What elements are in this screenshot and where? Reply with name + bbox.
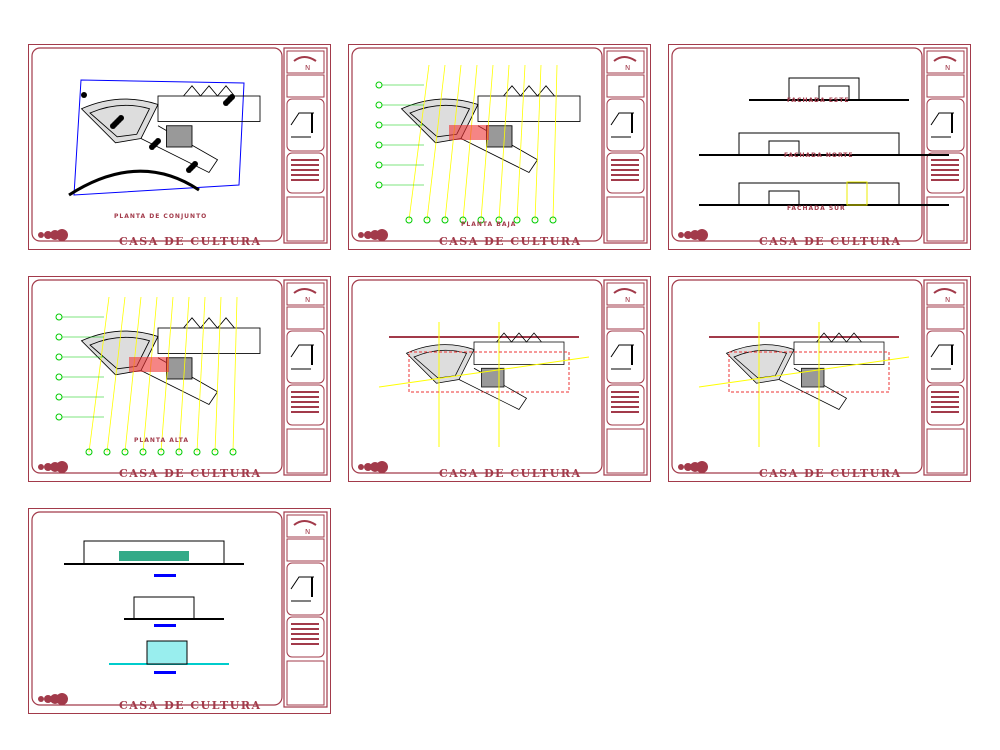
project-title: CASA DE CULTURA xyxy=(119,467,262,480)
north-arrow-icon: N xyxy=(305,528,310,536)
title-block xyxy=(923,279,968,476)
logo-circles-icon xyxy=(38,693,68,705)
drawing-sheet-ground[interactable]: N PLANTA BAJA CASA DE CULTURA xyxy=(348,44,651,250)
north-arrow-icon: N xyxy=(305,296,310,304)
sheet-drawing: N xyxy=(31,279,328,476)
sheet-drawing: N xyxy=(671,279,968,476)
title-block xyxy=(923,47,968,244)
sheet-drawing: N xyxy=(671,47,968,244)
logo-circles-icon xyxy=(38,229,68,241)
drawing-label: PLANTA DE CONJUNTO xyxy=(114,213,208,220)
title-block xyxy=(603,279,648,476)
drawing-sheet-struct[interactable]: N CASA DE CULTURA xyxy=(348,276,651,482)
title-block xyxy=(603,47,648,244)
project-title: CASA DE CULTURA xyxy=(119,235,262,248)
north-arrow-icon: N xyxy=(625,296,630,304)
title-block xyxy=(283,279,328,476)
drawing-sheet-struct2[interactable]: N CASA DE CULTURA xyxy=(668,276,971,482)
sheet-drawing: N xyxy=(351,47,648,244)
north-arrow-icon: N xyxy=(305,64,310,72)
logo-circles-icon xyxy=(678,229,708,241)
logo-circles-icon xyxy=(678,461,708,473)
logo-circles-icon xyxy=(38,461,68,473)
logo-circles-icon xyxy=(358,461,388,473)
sheet-drawing: N xyxy=(351,279,648,476)
north-arrow-icon: N xyxy=(625,64,630,72)
logo-circles-icon xyxy=(358,229,388,241)
drawing-label: PLANTA BAJA xyxy=(461,221,517,228)
north-arrow-icon: N xyxy=(945,64,950,72)
project-title: CASA DE CULTURA xyxy=(759,467,902,480)
drawing-label: PLANTA ALTA xyxy=(134,437,189,444)
north-arrow-icon: N xyxy=(945,296,950,304)
drawing-sheet-section[interactable]: N CASA DE CULTURA xyxy=(28,508,331,714)
sheet-drawing: N xyxy=(31,511,328,708)
drawing-sheet-site[interactable]: N PLANTA DE CONJUNTO CASA DE CULTURA xyxy=(28,44,331,250)
drawing-label: FACHADA NORTE xyxy=(784,152,854,159)
project-title: CASA DE CULTURA xyxy=(119,699,262,712)
drawing-sheet-elev[interactable]: N FACHADA ESTE FACHADA NORTE FACHADA SUR CA… xyxy=(668,44,971,250)
sheet-drawing: N xyxy=(31,47,328,244)
project-title: CASA DE CULTURA xyxy=(439,467,582,480)
title-block xyxy=(283,47,328,244)
drawing-label: FACHADA SUR xyxy=(787,205,846,212)
project-title: CASA DE CULTURA xyxy=(759,235,902,248)
title-block xyxy=(283,511,328,708)
drawing-sheet-upper[interactable]: N PLANTA ALTA CASA DE CULTURA xyxy=(28,276,331,482)
project-title: CASA DE CULTURA xyxy=(439,235,582,248)
drawing-label: FACHADA ESTE xyxy=(787,97,850,104)
